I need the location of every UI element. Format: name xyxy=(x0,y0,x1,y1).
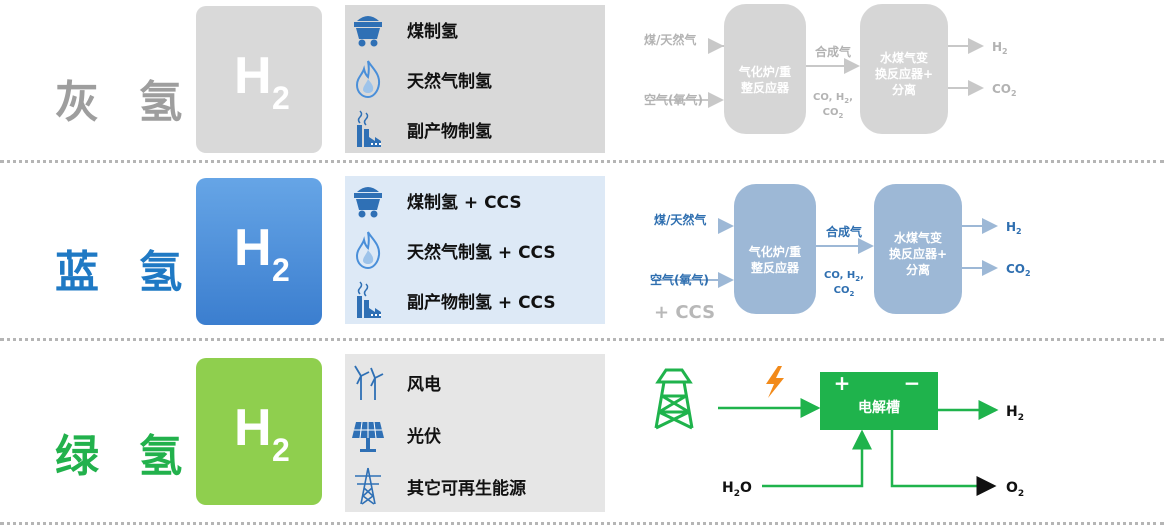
power-tower-icon xyxy=(355,467,381,505)
input-coal-gas: 煤/天然气 xyxy=(644,32,696,47)
output-o2: O2 xyxy=(1006,480,1024,499)
grey-method-list: 煤制氢 天然气制氢 副产物制氢 xyxy=(345,5,605,153)
list-item-label: 副产物制氢 + CCS xyxy=(407,293,556,313)
list-item-label: 风电 xyxy=(407,375,441,395)
green-source-list: 风电 光伏 其它可再生能源 xyxy=(345,354,605,512)
list-item: 光伏 xyxy=(345,410,605,458)
green-electrolysis-flow: + − 电解槽 H2 H2O O2 xyxy=(654,366,1024,499)
h2-subscript: 2 xyxy=(272,252,290,288)
reactor1-text: 气化炉/重 xyxy=(748,244,801,259)
reactor2-text: 换反应器+ xyxy=(875,66,933,81)
reactor2-text: 水煤气变 xyxy=(894,230,942,245)
list-item: 天然气制氢 xyxy=(345,55,605,103)
transmission-tower-icon xyxy=(654,368,694,430)
grey-hydrogen-row: 灰 氢 H 2 煤制氢 天然气制氢 xyxy=(0,0,1164,160)
row-divider xyxy=(0,522,1164,525)
electrolyzer-label: 电解槽 xyxy=(858,399,900,416)
grey-process-flow: 煤/天然气 空气(氧气) 气化炉/重 整反应器 合成气 CO, H2, CO2 … xyxy=(644,4,1017,134)
list-item-label: 煤制氢 xyxy=(407,22,458,42)
solar-panel-icon xyxy=(352,421,384,452)
list-item: 副产物制氢 xyxy=(345,105,605,153)
output-co2: CO2 xyxy=(1006,262,1031,278)
blue-h2-box: H 2 xyxy=(196,178,322,325)
co-h2-label: CO, H2, xyxy=(813,92,853,105)
syngas-label: 合成气 xyxy=(826,224,862,239)
reactor1-text: 气化炉/重 xyxy=(738,64,791,79)
factory-icon xyxy=(357,110,381,147)
coal-cart-icon xyxy=(354,187,382,218)
gasifier-reactor xyxy=(724,4,806,134)
list-item-label: 天然气制氢 xyxy=(407,72,492,92)
h2-symbol: H xyxy=(234,219,272,277)
reactor2-text: 水煤气变 xyxy=(880,50,928,65)
blue-hydrogen-label: 蓝 氢 xyxy=(55,247,195,298)
reactor1-text: 整反应器 xyxy=(740,80,790,95)
list-item-label: 煤制氢 + CCS xyxy=(407,193,522,213)
list-item: 副产物制氢 + CCS xyxy=(345,276,605,324)
list-item-label: 天然气制氢 + CCS xyxy=(407,243,556,263)
row-divider xyxy=(0,160,1164,163)
h2-subscript: 2 xyxy=(272,80,290,116)
reactor2-text: 分离 xyxy=(906,262,930,277)
flame-icon xyxy=(355,60,381,99)
row-divider xyxy=(0,338,1164,341)
list-item-label: 副产物制氢 xyxy=(407,122,492,142)
co2-label: CO2 xyxy=(823,107,844,120)
gasifier-reactor xyxy=(734,184,816,314)
factory-icon xyxy=(357,281,381,318)
co2-label: CO2 xyxy=(834,285,855,298)
h2-symbol: H xyxy=(234,399,272,457)
coal-cart-icon xyxy=(354,16,382,47)
syngas-label: 合成气 xyxy=(815,44,851,59)
electrolyzer-tank xyxy=(820,372,938,430)
input-air: 空气(氧气) xyxy=(644,92,703,107)
ccs-label: + CCS xyxy=(654,302,715,323)
blue-process-flow: 煤/天然气 空气(氧气) 气化炉/重 整反应器 合成气 CO, H2, CO2 … xyxy=(650,184,1031,323)
water-gas-shift-reactor xyxy=(860,4,948,134)
minus-terminal: − xyxy=(904,371,921,395)
co-h2-label: CO, H2, xyxy=(824,270,864,283)
list-item-label: 光伏 xyxy=(407,427,441,447)
list-item-label: 其它可再生能源 xyxy=(407,479,526,499)
output-co2: CO2 xyxy=(992,82,1017,98)
grey-h2-box: H 2 xyxy=(196,6,322,153)
input-water: H2O xyxy=(722,480,752,499)
list-item: 天然气制氢 + CCS xyxy=(345,226,605,274)
output-h2: H2 xyxy=(1006,404,1024,423)
reactor2-text: 换反应器+ xyxy=(889,246,947,261)
green-h2-box: H 2 xyxy=(196,358,322,505)
water-gas-shift-reactor xyxy=(874,184,962,314)
output-h2: H2 xyxy=(992,40,1008,56)
list-item: 风电 xyxy=(345,358,605,406)
input-air: 空气(氧气) xyxy=(650,272,709,287)
flame-icon xyxy=(355,231,381,270)
plus-terminal: + xyxy=(834,371,851,395)
h2-subscript: 2 xyxy=(272,432,290,468)
output-h2: H2 xyxy=(1006,220,1022,236)
green-hydrogen-label: 绿 氢 xyxy=(55,431,195,482)
list-item: 煤制氢 xyxy=(345,5,605,53)
reactor1-text: 整反应器 xyxy=(750,260,800,275)
wind-turbine-icon xyxy=(354,365,384,400)
reactor2-text: 分离 xyxy=(892,82,916,97)
grey-hydrogen-label: 灰 氢 xyxy=(55,77,195,128)
lightning-icon xyxy=(766,366,784,398)
h2-symbol: H xyxy=(234,47,272,105)
list-item: 其它可再生能源 xyxy=(345,462,605,510)
blue-method-list: 煤制氢 + CCS 天然气制氢 + CCS 副产物制氢 + CCS xyxy=(345,176,605,324)
blue-hydrogen-row: 蓝 氢 H 2 煤制氢 + CCS 天然气制氢 + CCS xyxy=(0,170,1164,330)
list-item: 煤制氢 + CCS xyxy=(345,176,605,224)
input-coal-gas: 煤/天然气 xyxy=(654,212,706,227)
green-hydrogen-row: 绿 氢 H 2 风电 光伏 xyxy=(0,348,1164,523)
